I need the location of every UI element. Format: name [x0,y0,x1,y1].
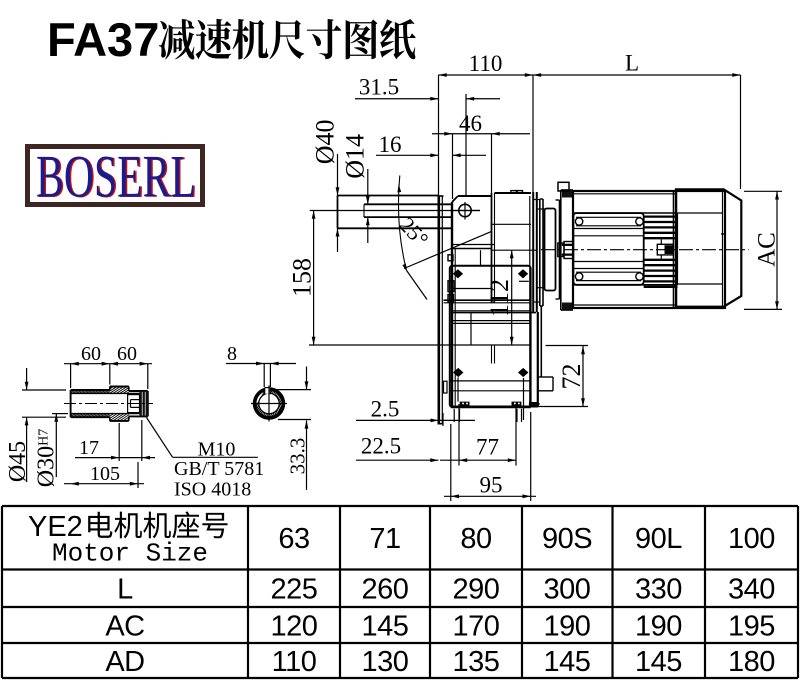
svg-text:60: 60 [117,343,137,365]
svg-text:BOSERL: BOSERL [37,144,197,210]
svg-text:90L: 90L [635,523,682,555]
svg-text:80: 80 [460,523,491,555]
svg-text:71: 71 [369,523,400,555]
svg-text:110: 110 [469,51,503,76]
svg-text:YE2: YE2 [28,511,83,543]
svg-text:110: 110 [272,646,317,678]
svg-text:60: 60 [81,343,101,365]
svg-text:M10: M10 [198,439,236,461]
svg-text:16: 16 [379,132,402,157]
svg-text:105: 105 [90,463,120,485]
svg-text:BOSERL: BOSERL [36,144,196,210]
svg-text:100: 100 [728,523,775,555]
svg-text:190: 190 [544,611,591,643]
svg-text:290: 290 [453,574,500,606]
svg-text:130: 130 [362,646,409,678]
svg-text:Ø14: Ø14 [341,134,370,179]
svg-text:2.5: 2.5 [371,397,400,422]
svg-text:GB/T 5781: GB/T 5781 [174,458,264,480]
svg-text:Ø40: Ø40 [311,120,340,165]
svg-text:22.5: 22.5 [361,434,401,459]
svg-text:120: 120 [271,611,318,643]
svg-text:260: 260 [362,574,409,606]
svg-text:77: 77 [476,435,499,460]
svg-text:46: 46 [459,111,482,136]
svg-text:340: 340 [728,574,775,606]
svg-text:63: 63 [278,523,309,555]
svg-text:31.5: 31.5 [359,75,399,100]
svg-text:170: 170 [453,611,500,643]
svg-text:FA37: FA37 [47,13,159,66]
svg-text:Ø45: Ø45 [5,441,31,482]
svg-text:AC: AC [754,232,781,267]
svg-text:90S: 90S [542,523,592,555]
svg-text:330: 330 [635,574,682,606]
svg-text:72: 72 [557,364,586,390]
svg-text:145: 145 [635,646,682,678]
svg-text:135: 135 [453,646,500,678]
svg-text:158: 158 [288,258,317,297]
svg-text:17: 17 [79,437,99,459]
svg-text:8: 8 [227,343,237,365]
svg-text:95: 95 [480,473,503,498]
svg-text:300: 300 [544,574,591,606]
svg-text:L: L [625,51,639,76]
svg-text:AD: AD [105,646,144,678]
svg-text:AC: AC [105,611,144,643]
svg-text:180: 180 [728,646,775,678]
svg-text:145: 145 [362,611,409,643]
svg-text:145: 145 [544,646,591,678]
svg-text:112: 112 [485,279,514,317]
svg-text:L: L [117,574,133,606]
svg-text:ISO 4018: ISO 4018 [174,479,251,501]
svg-text:190: 190 [635,611,682,643]
svg-text:225: 225 [271,574,318,606]
svg-text:Motor Size: Motor Size [52,539,208,569]
svg-text:195: 195 [728,611,775,643]
svg-text:33.3: 33.3 [286,438,310,475]
